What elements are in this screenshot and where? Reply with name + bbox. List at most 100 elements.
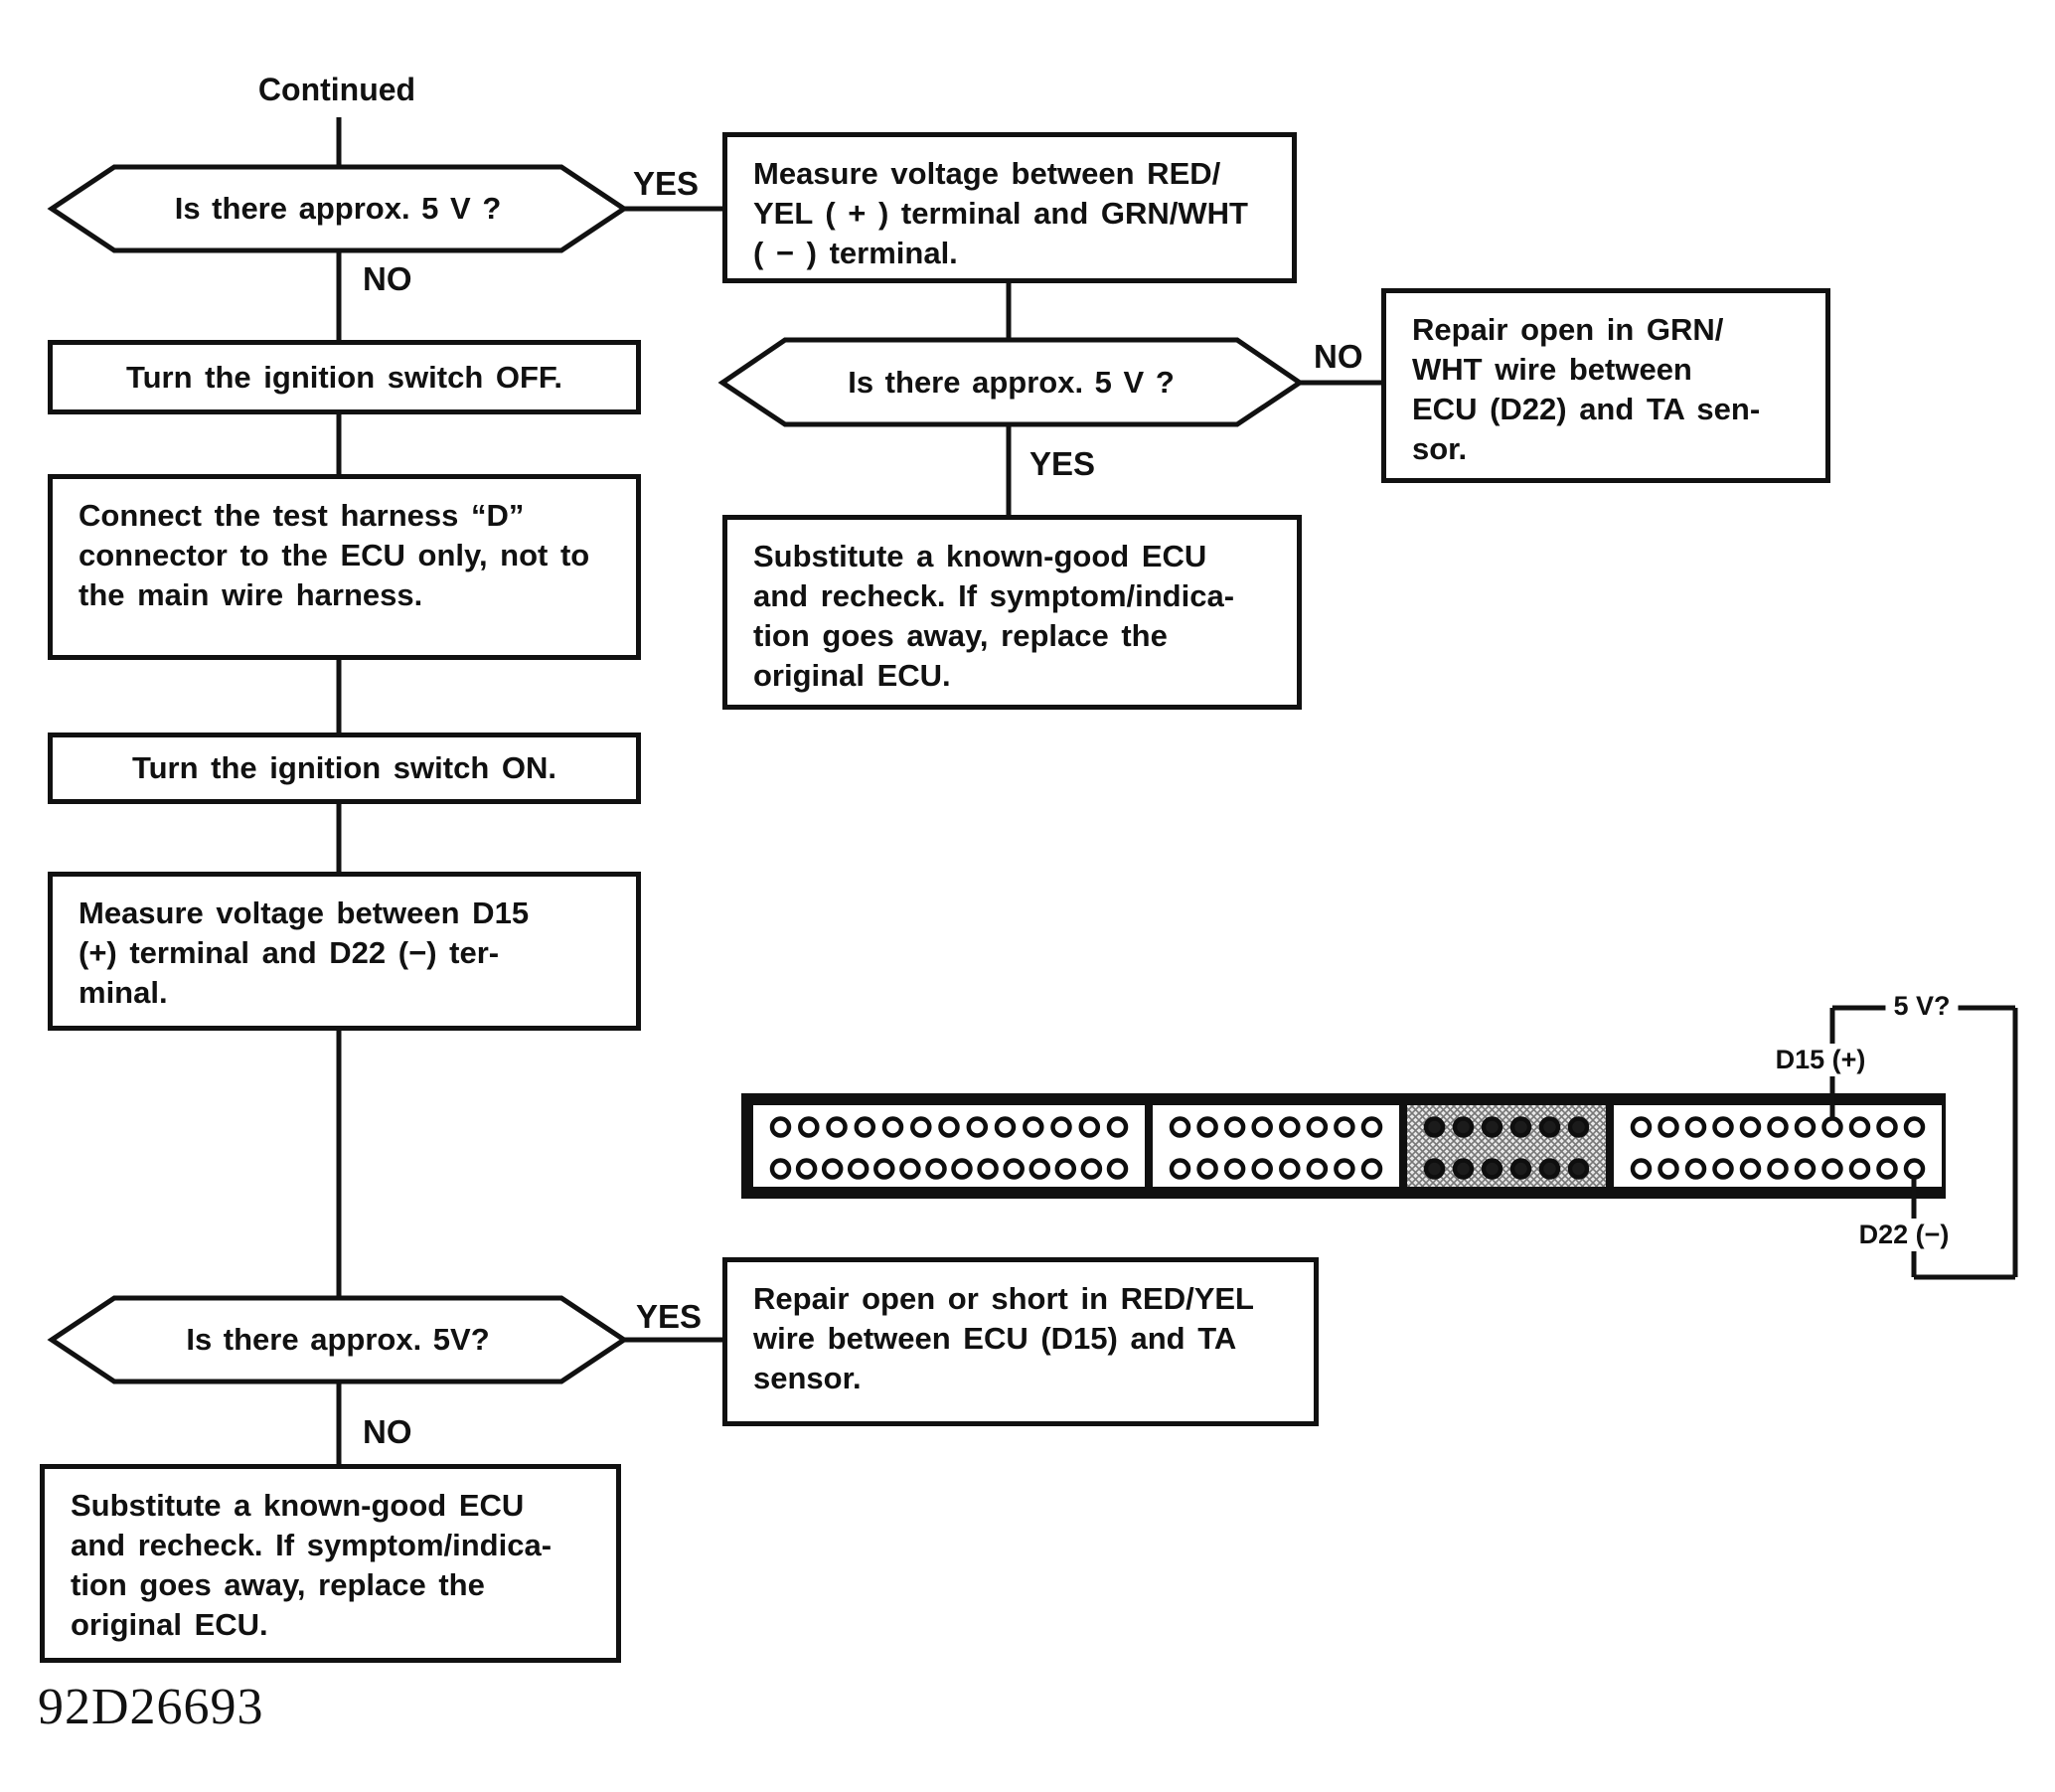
connector-hole xyxy=(1223,1158,1246,1180)
connector-hole xyxy=(1169,1116,1191,1138)
connector-hole xyxy=(1251,1116,1273,1138)
connector-hole xyxy=(925,1158,947,1180)
pin-label-d22: D22 (−) xyxy=(1850,1219,1958,1251)
connector-hole xyxy=(1509,1116,1532,1138)
connector-hole xyxy=(1903,1116,1926,1138)
connector-hole xyxy=(1848,1158,1871,1180)
node-repair-grn-wht: Repair open in GRN/ WHT wire between ECU… xyxy=(1381,288,1830,483)
connector-hole xyxy=(1360,1158,1383,1180)
branch-yes-bottom: YES xyxy=(636,1298,703,1335)
connector-hole xyxy=(1876,1158,1898,1180)
connector-hole xyxy=(1196,1158,1218,1180)
node-substitute-ecu-top: Substitute a known-good ECU and recheck.… xyxy=(722,515,1302,710)
node-ignition-off: Turn the ignition switch OFF. xyxy=(48,340,641,414)
connector-hole xyxy=(951,1158,973,1180)
connector-hole xyxy=(1684,1158,1707,1180)
connector-hole xyxy=(938,1116,960,1138)
connector-hole xyxy=(1848,1116,1871,1138)
node-substitute-ecu-bottom-text: Substitute a known-good ECU and recheck.… xyxy=(71,1488,553,1642)
connector-hole xyxy=(1452,1158,1475,1180)
branch-no-bottom: NO xyxy=(363,1413,412,1450)
connector-hole xyxy=(1767,1158,1789,1180)
connector-hole xyxy=(1003,1158,1025,1180)
node-substitute-ecu-top-text: Substitute a known-good ECU and recheck.… xyxy=(753,539,1235,693)
node-repair-grn-wht-text: Repair open in GRN/ WHT wire between ECU… xyxy=(1412,312,1761,466)
node-ignition-off-text: Turn the ignition switch OFF. xyxy=(125,359,563,395)
connector-hole xyxy=(1567,1116,1590,1138)
node-repair-red-yel-text: Repair open or short in RED/YEL wire bet… xyxy=(753,1281,1254,1395)
connector-hole xyxy=(1567,1158,1590,1180)
connector-hole xyxy=(1538,1116,1561,1138)
connector-hole xyxy=(1712,1116,1734,1138)
connector-hole xyxy=(1028,1158,1051,1180)
connector-hole xyxy=(1712,1158,1734,1180)
connector-hole xyxy=(1223,1116,1246,1138)
connector-hole xyxy=(1658,1158,1679,1180)
connector-hole xyxy=(795,1158,818,1180)
connector-hole xyxy=(1360,1116,1383,1138)
connector-hole xyxy=(1169,1158,1191,1180)
connector-hole xyxy=(1658,1116,1679,1138)
connector-hole xyxy=(910,1116,932,1138)
connector-hole xyxy=(1334,1116,1355,1138)
connector-hole xyxy=(1821,1116,1843,1138)
connector-hole xyxy=(1509,1158,1532,1180)
connector-hole xyxy=(1423,1116,1446,1138)
connector-hole xyxy=(1538,1158,1561,1180)
node-ignition-on: Turn the ignition switch ON. xyxy=(48,733,641,804)
connector-hole xyxy=(769,1158,792,1180)
node-substitute-ecu-bottom: Substitute a known-good ECU and recheck.… xyxy=(40,1464,621,1663)
flow-lines xyxy=(336,117,1381,1464)
connector-hole xyxy=(826,1116,848,1138)
connector-hole xyxy=(899,1158,921,1180)
branch-no-top: NO xyxy=(363,260,412,297)
node-measure-red-yel-text: Measure voltage between RED/ YEL ( + ) t… xyxy=(753,156,1248,270)
connector-hole xyxy=(1481,1116,1503,1138)
connector-hole xyxy=(1050,1116,1072,1138)
connector-hole xyxy=(1334,1158,1355,1180)
connector-hole xyxy=(854,1116,876,1138)
decision-bottom-text: Is there approx. 5V? xyxy=(186,1322,490,1357)
connector-hole xyxy=(873,1158,895,1180)
connector-hole xyxy=(1630,1158,1653,1180)
branch-yes-top: YES xyxy=(633,165,700,202)
connector-hole xyxy=(1452,1116,1475,1138)
connector-hole xyxy=(847,1158,869,1180)
connector-hole xyxy=(1106,1116,1129,1138)
decision-top-text: Is there approx. 5 V ? xyxy=(174,191,502,226)
connector-hole xyxy=(1054,1158,1077,1180)
node-ignition-on-text: Turn the ignition switch ON. xyxy=(131,750,556,785)
connector-hole xyxy=(1423,1158,1446,1180)
connector-hole xyxy=(1876,1116,1898,1138)
decision-top-hexagon xyxy=(47,164,629,253)
branch-no-mid: NO xyxy=(1314,338,1363,375)
pin-label-d15: D15 (+) xyxy=(1767,1044,1874,1076)
connector-hole xyxy=(1279,1158,1301,1180)
connector-hole xyxy=(1106,1158,1129,1180)
connector-hole xyxy=(1767,1116,1789,1138)
node-connect-harness: Connect the test harness “D” connector t… xyxy=(48,474,641,660)
pin-label-5v: 5 V? xyxy=(1885,990,1959,1023)
connector-hole xyxy=(1821,1158,1843,1180)
connector-hole xyxy=(1630,1116,1653,1138)
connector-hole xyxy=(1306,1158,1329,1180)
node-measure-d15-d22-text: Measure voltage between D15 (+) terminal… xyxy=(79,896,530,1010)
connector-hole xyxy=(769,1116,792,1138)
connector-hole xyxy=(1794,1116,1817,1138)
node-measure-d15-d22: Measure voltage between D15 (+) terminal… xyxy=(48,872,641,1031)
continued-label: Continued xyxy=(257,72,416,107)
decision-mid-text: Is there approx. 5 V ? xyxy=(848,364,1175,400)
branch-yes-mid: YES xyxy=(1029,445,1096,482)
connector-hole xyxy=(977,1158,999,1180)
connector-hole xyxy=(1306,1116,1329,1138)
connector-hole xyxy=(1903,1158,1926,1180)
node-connect-harness-text: Connect the test harness “D” connector t… xyxy=(79,498,590,612)
connector-hole xyxy=(1481,1158,1503,1180)
decision-bottom-hexagon xyxy=(47,1295,629,1385)
connector-hole xyxy=(1078,1116,1101,1138)
decision-mid-hexagon xyxy=(717,337,1305,427)
figure-code: 92D26693 xyxy=(38,1679,264,1735)
connector-hole xyxy=(1794,1158,1817,1180)
